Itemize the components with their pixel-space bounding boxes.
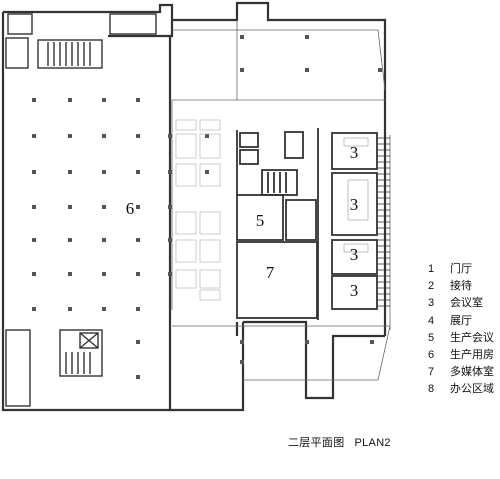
column-grid: [32, 35, 382, 379]
room-label-3-d: 3: [350, 281, 359, 300]
room-legend: 1 门厅 2 接待 3 会议室 4 展厅 5 生产会议 6 生产用房 7 多媒体室 8 办公区域: [428, 261, 494, 399]
core-stair-bottom: [5, 329, 103, 407]
room-label-3-b: 3: [350, 195, 359, 214]
legend-number: 1: [428, 263, 435, 275]
legend-label: 多媒体室: [450, 366, 494, 379]
legend-item: 4 展厅: [428, 313, 494, 330]
legend-number: 7: [428, 366, 435, 379]
room-number-labels: 6 5 7 3 3 3 3: [126, 143, 359, 300]
legend-item: 8 办公区域: [428, 381, 494, 398]
caption-english: PLAN2: [354, 437, 391, 449]
legend-label: 接待: [450, 280, 472, 293]
legend-number: 4: [428, 314, 435, 327]
legend-number: 8: [428, 383, 435, 396]
legend-item: 5 生产会议: [428, 330, 494, 347]
facade-louvers: [377, 137, 390, 307]
legend-item: 1 门厅: [428, 261, 494, 278]
legend-label: 生产用房: [450, 349, 494, 362]
caption-chinese: 二层平面图: [288, 437, 345, 449]
legend-label: 办公区域: [450, 383, 494, 396]
desk-clusters: [175, 119, 221, 301]
legend-label: 会议室: [450, 297, 483, 310]
room-label-5: 5: [256, 211, 265, 230]
meeting-tables: [343, 137, 369, 253]
legend-item: 6 生产用房: [428, 347, 494, 364]
legend-number: 6: [428, 349, 435, 362]
legend-item: 2 接待: [428, 278, 494, 295]
legend-number: 2: [428, 280, 435, 293]
plan-caption: 二层平面图 PLAN2: [288, 434, 401, 450]
legend-label: 生产会议: [450, 331, 494, 344]
room-label-7: 7: [266, 263, 275, 282]
legend-item: 7 多媒体室: [428, 364, 494, 381]
core-stair-top: [5, 13, 157, 69]
legend-number: 3: [428, 297, 435, 310]
legend-item: 3 会议室: [428, 295, 494, 312]
room-label-6: 6: [126, 199, 135, 218]
central-core: [236, 130, 318, 319]
meeting-rooms-right: [317, 128, 378, 320]
legend-label: 门厅: [450, 263, 472, 275]
room-label-3-c: 3: [350, 245, 359, 264]
room-label-3-a: 3: [350, 143, 359, 162]
legend-label: 展厅: [450, 314, 472, 327]
legend-number: 5: [428, 331, 435, 344]
